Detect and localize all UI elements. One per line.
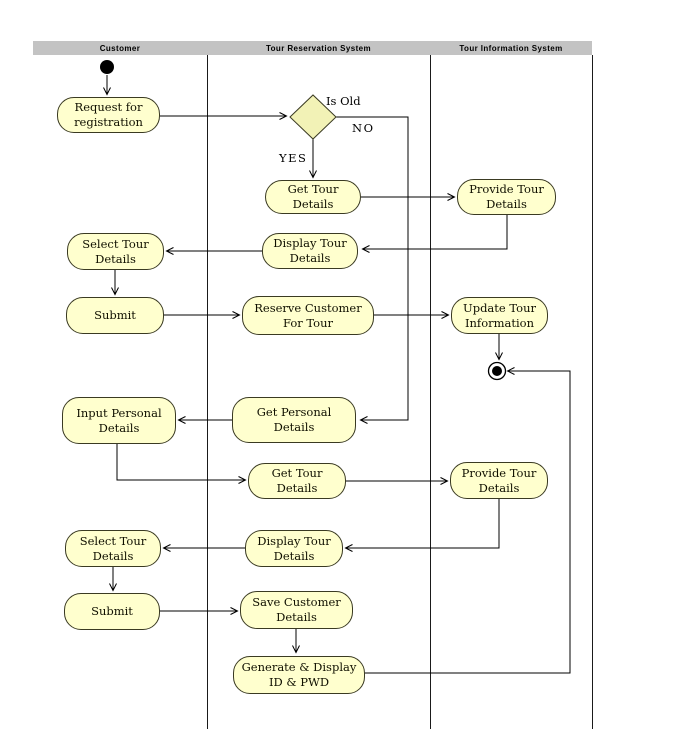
activity-label: Update Tour [463,300,536,315]
activity-select-tour-details-1: Select Tour Details [67,233,164,270]
activity-generate-display-id-pwd: Generate & Display ID & PWD [233,656,365,694]
activity-input-personal-details: Input Personal Details [62,397,176,444]
swimlane-title-tour-reservation-system: Tour Reservation System [265,43,372,53]
activity-get-tour-details-1: Get Tour Details [265,180,361,214]
branch-label-yes: YES [279,151,308,165]
decision-diamond-is-old [289,94,337,140]
activity-label: Get Personal [256,405,332,419]
activity-label: Submit [94,308,136,322]
activity-provide-tour-details-2: Provide Tour Details [450,462,548,499]
swimlane-separators [207,55,593,729]
start-node-icon [100,60,114,74]
activity-label: Details [289,251,331,265]
activity-select-tour-details-2: Select Tour Details [65,530,161,567]
activity-request-registration: Request for registration [57,97,160,133]
activity-provide-tour-details-1: Provide Tour Details [457,179,556,215]
edge-provide2-to-display2 [344,499,500,552]
activity-submit-2: Submit [64,593,160,630]
activity-label: Details [273,548,315,563]
activity-reserve-customer-for-tour: Reserve Customer For Tour [242,296,374,335]
activity-label: Details [486,197,527,211]
activity-label: Reserve Customer [254,300,362,315]
activity-save-customer-details: Save Customer Details [240,591,353,629]
activity-label: Input Personal [76,405,162,420]
decision-label-is-old: Is Old [326,94,361,108]
activity-label: Details [478,480,520,495]
activity-label: registration [74,115,143,129]
activity-label: Select Tour [79,533,147,548]
activity-label: Display Tour [273,236,347,250]
activity-update-tour-information: Update Tour Information [451,297,548,334]
edge-generate-to-final [365,367,571,674]
swimlane-title-tour-information-system: Tour Information System [459,43,563,53]
edge-decision-no-to-get-personal [336,116,409,424]
activity-label: Request for [74,100,143,114]
activity-label: Select Tour [82,236,149,251]
activity-display-tour-details-1: Display Tour Details [262,233,358,269]
swimlane-title-customer: Customer [99,43,141,53]
activity-label: Get Tour [271,466,323,480]
activity-label: Get Tour [287,182,339,196]
activity-label: Details [276,481,318,495]
edge-provide1-to-display1 [361,215,508,253]
activity-label: Details [292,197,334,211]
swimlane-header-bar [33,41,592,55]
activity-label: Details [276,610,317,624]
activity-label: Details [98,420,140,435]
activity-label: Save Customer [252,595,341,609]
activity-label: ID & PWD [268,675,330,689]
activity-label: Details [92,548,134,563]
activity-label: Details [95,251,136,266]
activity-submit-1: Submit [66,297,164,334]
branch-label-no: NO [352,121,375,135]
activity-label: Provide Tour [469,182,544,196]
activity-label: Details [273,420,315,434]
activity-label: Generate & Display [241,660,357,674]
activity-get-personal-details: Get Personal Details [232,397,356,443]
activity-label: Provide Tour [461,465,537,480]
activity-display-tour-details-2: Display Tour Details [245,530,343,567]
activity-label: Display Tour [257,533,331,548]
activity-label: Information [464,315,535,330]
final-node-icon [487,361,507,381]
activity-label: Submit [91,604,133,618]
activity-get-tour-details-2: Get Tour Details [248,463,346,499]
edge-input-to-get-tour2 [116,444,247,484]
activity-label: For Tour [282,315,334,330]
